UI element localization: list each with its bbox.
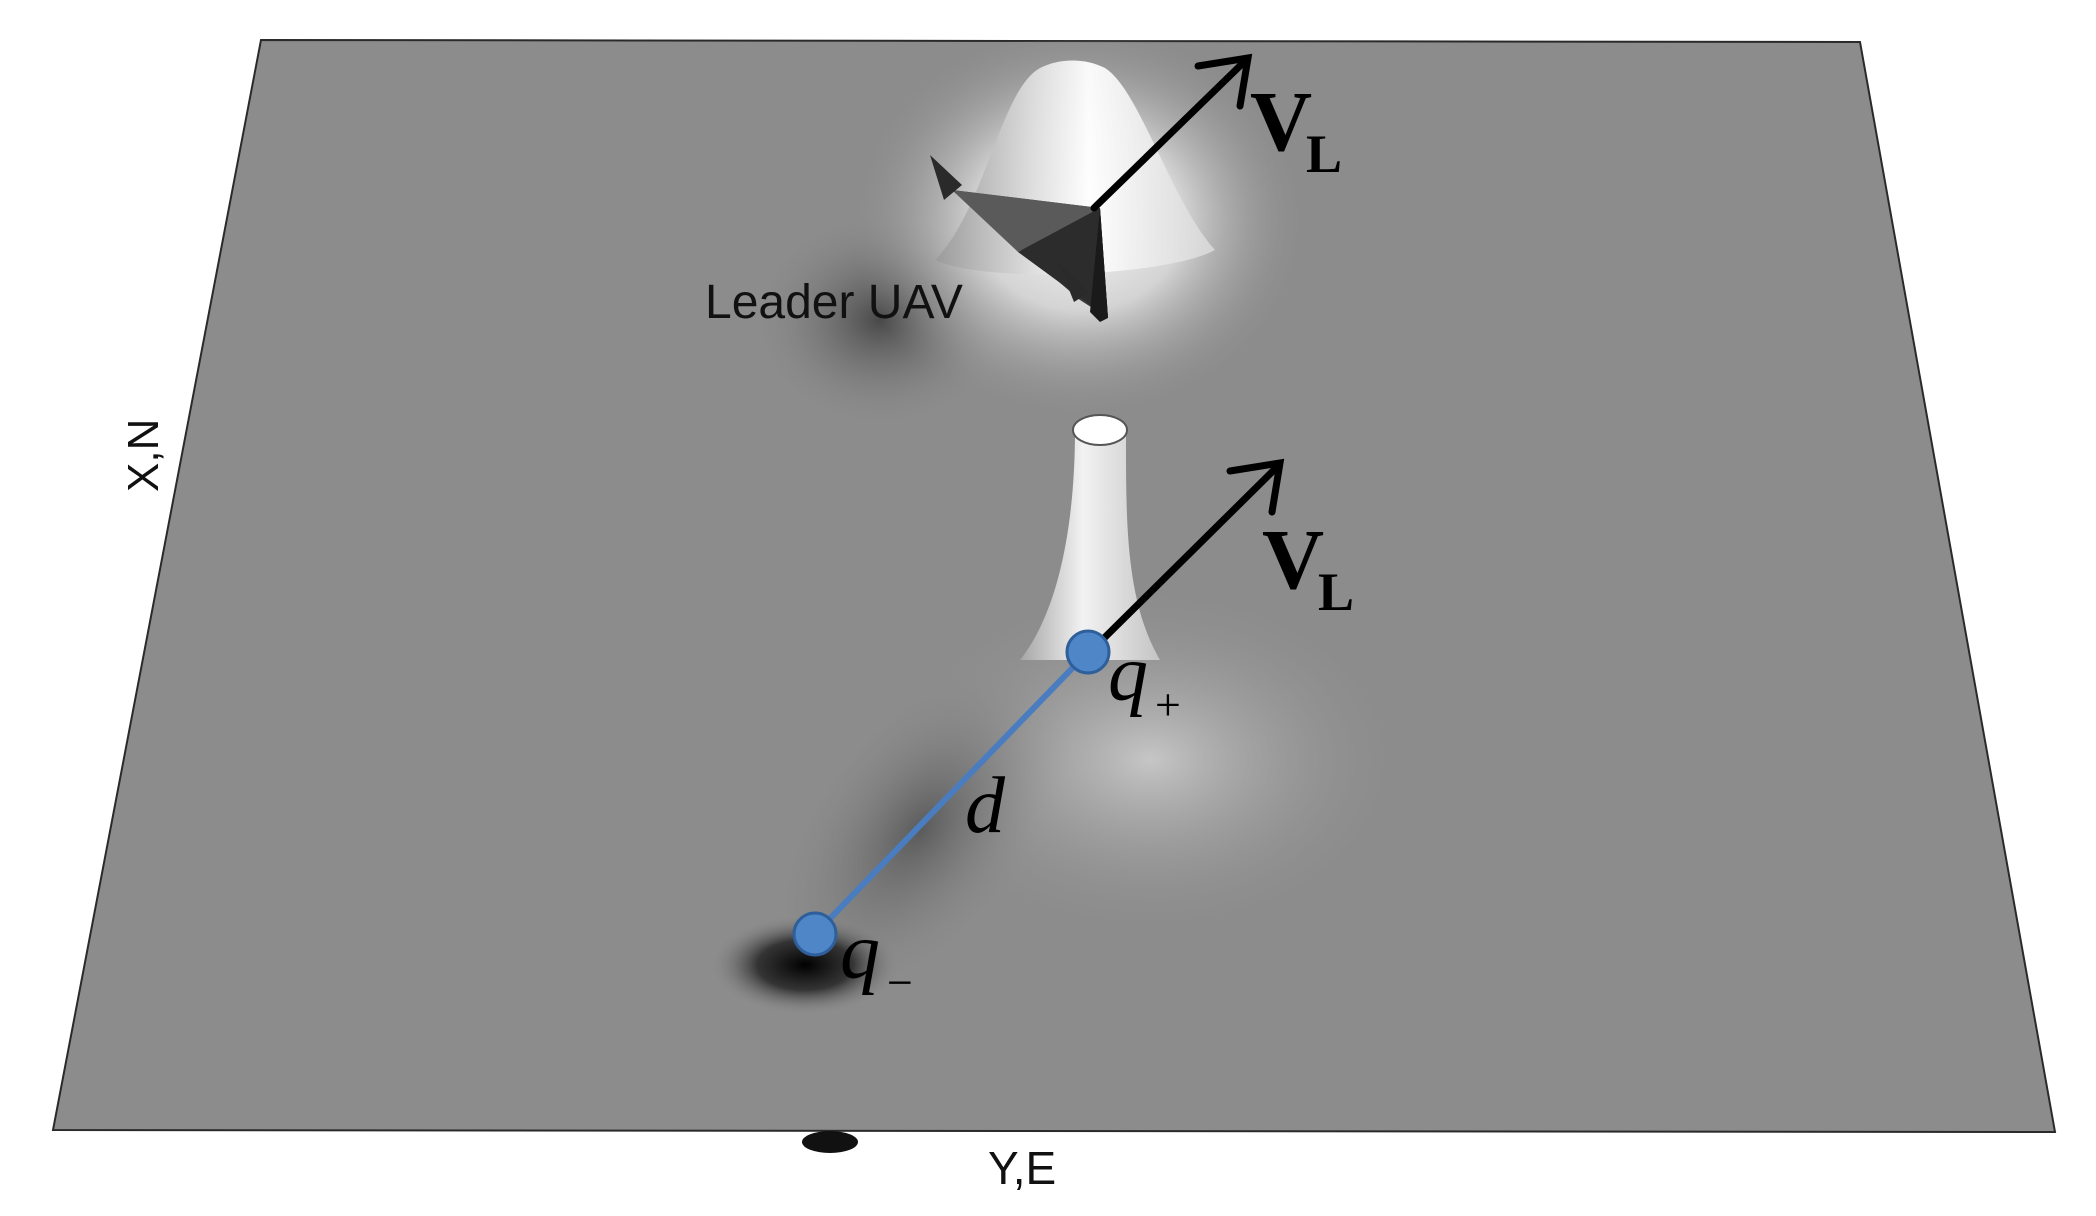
svg-text:V: V xyxy=(1250,73,1312,169)
source-spike-top xyxy=(1072,414,1128,446)
axis-x-label: X,N xyxy=(119,419,168,492)
charge-plus-marker xyxy=(1065,629,1111,675)
surface-plane xyxy=(51,38,2057,1134)
svg-text:L: L xyxy=(1306,124,1342,184)
velocity-arrow-top xyxy=(1090,53,1253,212)
svg-text:+: + xyxy=(1152,679,1183,730)
axis-origin-marker xyxy=(802,1131,858,1153)
leader-uav-label: Leader UAV xyxy=(705,276,963,329)
svg-text:−: − xyxy=(884,957,915,1008)
svg-text:L: L xyxy=(1318,562,1354,622)
velocity-arrow-mid xyxy=(1086,458,1285,656)
dipole-link xyxy=(812,649,1091,937)
distance-label: d xyxy=(965,762,1006,850)
velocity-label-mid: V L xyxy=(1262,511,1354,622)
svg-text:q: q xyxy=(840,908,880,996)
charge-minus-label: q − xyxy=(840,908,915,1008)
svg-text:V: V xyxy=(1262,511,1324,607)
velocity-label-top: V L xyxy=(1250,73,1342,184)
delta-wing-uav-icon xyxy=(930,155,1108,322)
source-spike xyxy=(1020,430,1160,660)
charge-minus-marker xyxy=(792,911,838,957)
charge-plus-label: q + xyxy=(1108,630,1183,730)
svg-text:q: q xyxy=(1108,630,1148,718)
axis-y-label: Y,E xyxy=(988,1142,1056,1194)
